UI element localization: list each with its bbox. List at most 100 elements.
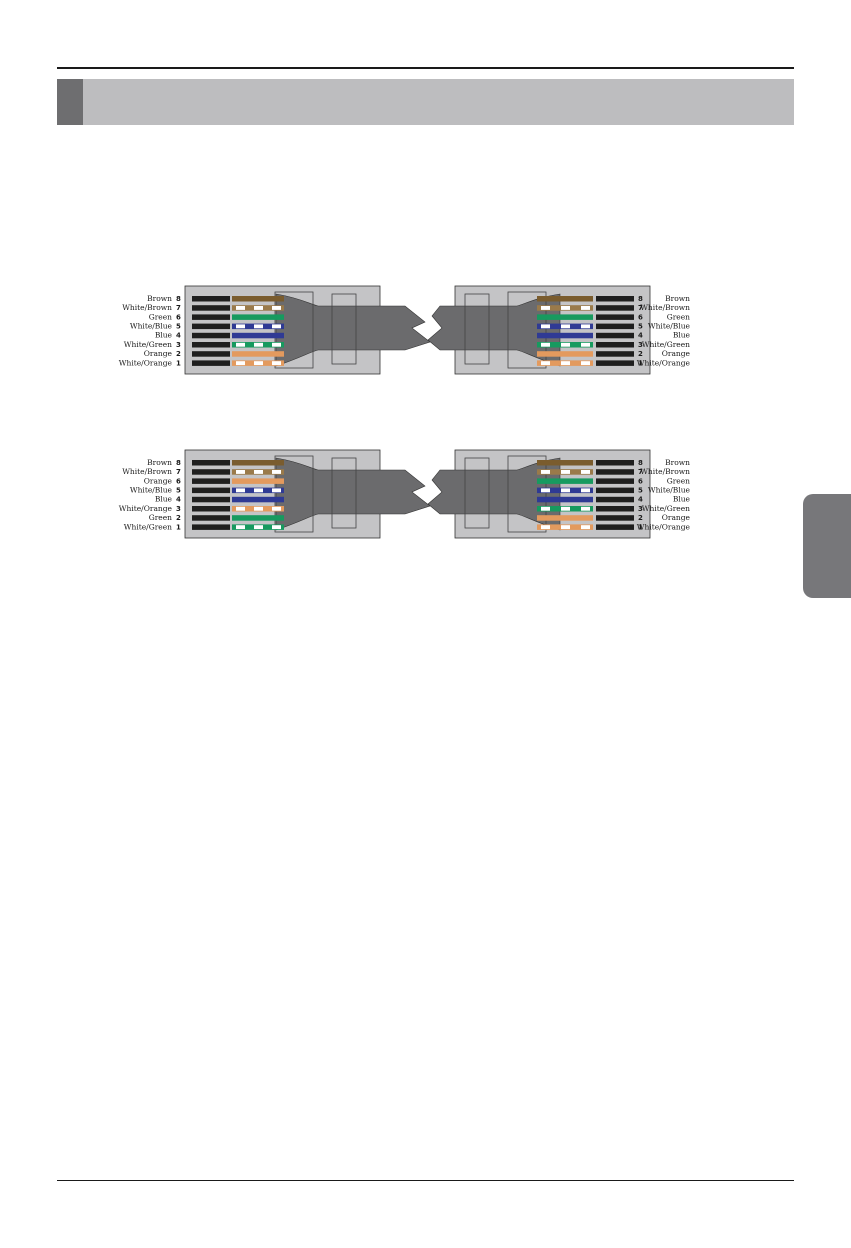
right-contact: [596, 460, 634, 466]
wire-stripe: [272, 470, 281, 474]
wire-stripe: [254, 488, 263, 493]
wire-stripe: [272, 342, 281, 347]
wire-stripe: [236, 506, 245, 511]
right-pin-number-1: 1: [638, 359, 643, 367]
left-cable: [275, 457, 431, 531]
right-pin-label-6: Green: [667, 476, 690, 485]
left-pin-label-2: Orange: [144, 349, 173, 358]
left-contact: [192, 460, 230, 466]
right-pin-label-1: White/Orange: [637, 522, 691, 531]
left-wire-4: [232, 496, 284, 503]
wire-stripe: [272, 506, 281, 511]
right-pin-label-3: White/Green: [642, 340, 690, 349]
left-pin-number-7: 7: [176, 304, 181, 312]
right-pin-number-3: 3: [638, 505, 643, 513]
wire-stripe: [254, 506, 263, 511]
wire-stripe: [541, 361, 550, 366]
wire-stripe: [561, 506, 570, 511]
left-pin-label-8: Brown: [147, 294, 172, 303]
right-latch-outline: [464, 293, 490, 365]
left-contact: [192, 351, 230, 357]
right-contact: [596, 305, 634, 311]
wire-stripe: [561, 470, 570, 474]
right-contact: [596, 342, 634, 348]
left-pin-number-6: 6: [176, 313, 181, 321]
wire-stripe: [236, 361, 245, 366]
left-contact: [192, 342, 230, 348]
wire-stripe: [541, 506, 550, 511]
left-contact: [192, 323, 230, 330]
right-pin-number-4: 4: [638, 496, 643, 504]
left-contact: [192, 524, 230, 530]
left-pin-number-7: 7: [176, 468, 181, 476]
right-pin-label-2: Orange: [662, 349, 691, 358]
right-latch-outline: [464, 457, 490, 529]
left-pin-number-3: 3: [176, 341, 181, 349]
left-pin-number-1: 1: [176, 523, 181, 531]
wire-stripe: [581, 525, 590, 530]
wire-stripe: [272, 488, 281, 493]
wire-stripe: [236, 324, 245, 329]
right-pin-number-6: 6: [638, 477, 643, 485]
wire-stripe: [541, 470, 550, 474]
right-contact: [596, 524, 634, 530]
wire-stripe: [561, 525, 570, 530]
left-contact: [192, 487, 230, 494]
wire-stripe: [541, 488, 550, 493]
right-pin-number-8: 8: [638, 459, 643, 467]
left-contact: [192, 506, 230, 512]
section-header-marker: [57, 79, 83, 125]
right-contact: [596, 515, 634, 521]
right-contact: [596, 469, 634, 475]
wire-stripe: [561, 488, 570, 493]
left-pin-number-2: 2: [176, 350, 181, 358]
right-pin-number-7: 7: [638, 468, 643, 476]
left-pin-number-5: 5: [176, 323, 181, 331]
left-contact: [192, 360, 230, 366]
left-pin-label-2: Green: [149, 513, 172, 522]
wire-stripe: [581, 506, 590, 511]
left-pin-number-3: 3: [176, 505, 181, 513]
left-pin-label-5: White/Blue: [130, 322, 173, 331]
left-latch-outline: [331, 457, 357, 529]
left-wire-8: [232, 460, 284, 466]
wire-stripe: [581, 488, 590, 493]
right-pin-label-5: White/Blue: [648, 486, 691, 495]
right-pin-label-7: White/Brown: [640, 467, 690, 476]
right-pin-number-2: 2: [638, 350, 643, 358]
right-pin-number-3: 3: [638, 341, 643, 349]
right-wire-2: [537, 515, 593, 521]
left-wire-4: [232, 332, 284, 339]
wire-stripe: [581, 342, 590, 347]
left-boot-outline: [274, 455, 314, 533]
right-contact: [596, 351, 634, 357]
wire-stripe: [541, 525, 550, 530]
left-contact: [192, 296, 230, 302]
left-pin-number-2: 2: [176, 514, 181, 522]
right-contact: [596, 506, 634, 512]
wire-stripe: [236, 306, 245, 310]
right-pin-label-8: Brown: [665, 458, 690, 467]
left-wire-6: [232, 478, 284, 484]
right-contact: [596, 360, 634, 366]
right-pin-label-2: Orange: [662, 513, 691, 522]
left-pin-number-6: 6: [176, 477, 181, 485]
side-section-tab: [803, 494, 851, 598]
right-wire-2: [537, 351, 593, 357]
wire-stripe: [561, 342, 570, 347]
right-boot-outline: [507, 455, 547, 533]
left-pin-label-7: White/Brown: [122, 467, 172, 476]
right-wire-6: [537, 314, 593, 320]
left-pin-label-4: Blue: [155, 331, 173, 340]
right-pin-label-3: White/Green: [642, 504, 690, 513]
wire-stripe: [236, 488, 245, 493]
right-pin-number-2: 2: [638, 514, 643, 522]
left-latch-outline: [331, 293, 357, 365]
right-pin-label-1: White/Orange: [637, 358, 691, 367]
wire-stripe: [581, 361, 590, 366]
left-contact: [192, 314, 230, 320]
left-pin-label-3: White/Green: [124, 340, 172, 349]
left-contact: [192, 332, 230, 339]
